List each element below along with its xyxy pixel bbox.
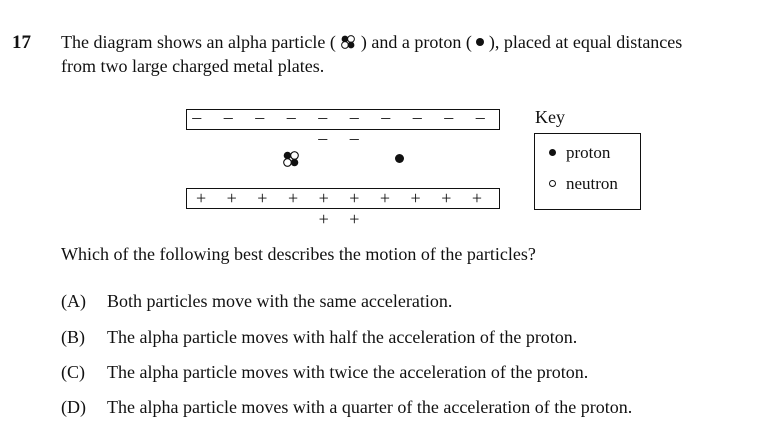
negative-charges: – – – – – – – – – – – – — [192, 107, 494, 148]
stem-text-part-3: ), placed at equal distances — [488, 32, 683, 52]
option-d-text[interactable]: The alpha particle moves with a quarter … — [107, 397, 633, 417]
question-stem-line-2: from two large charged metal plates. — [61, 56, 325, 76]
hollow-circle-icon — [549, 180, 556, 187]
option-a-text[interactable]: Both particles move with the same accele… — [107, 291, 453, 311]
filled-circle-icon — [549, 149, 556, 156]
question-stem-line-1: The diagram shows an alpha particle ( ) … — [61, 32, 682, 53]
key-box: proton neutron — [534, 133, 641, 210]
option-a-label[interactable]: (A) — [61, 291, 86, 311]
key-proton-label: proton — [566, 143, 611, 162]
question-prompt: Which of the following best describes th… — [61, 244, 536, 264]
key-neutron-label: neutron — [566, 174, 618, 193]
option-d-label[interactable]: (D) — [61, 397, 86, 417]
option-c-label[interactable]: (C) — [61, 362, 85, 382]
question-number: 17 — [12, 32, 31, 53]
key-row-neutron: neutron — [549, 174, 618, 194]
option-c-text[interactable]: The alpha particle moves with twice the … — [107, 362, 589, 382]
proton-icon — [476, 38, 485, 46]
key-title: Key — [535, 107, 565, 127]
positive-plate: + + + + + + + + + + + + — [186, 188, 500, 229]
stem-text-part-1: The diagram shows an alpha particle ( — [61, 32, 336, 52]
alpha-particle-icon — [341, 35, 356, 49]
option-b-text[interactable]: The alpha particle moves with half the a… — [107, 327, 578, 347]
proton-figure — [395, 154, 404, 163]
positive-charges: + + + + + + + + + + + + — [195, 188, 490, 229]
negative-plate: – – – – – – – – – – – – — [186, 107, 500, 148]
alpha-particle-figure — [283, 151, 299, 167]
option-b-label[interactable]: (B) — [61, 327, 85, 347]
stem-text-part-2: ) and a proton ( — [360, 32, 472, 52]
key-row-proton: proton — [549, 143, 610, 163]
